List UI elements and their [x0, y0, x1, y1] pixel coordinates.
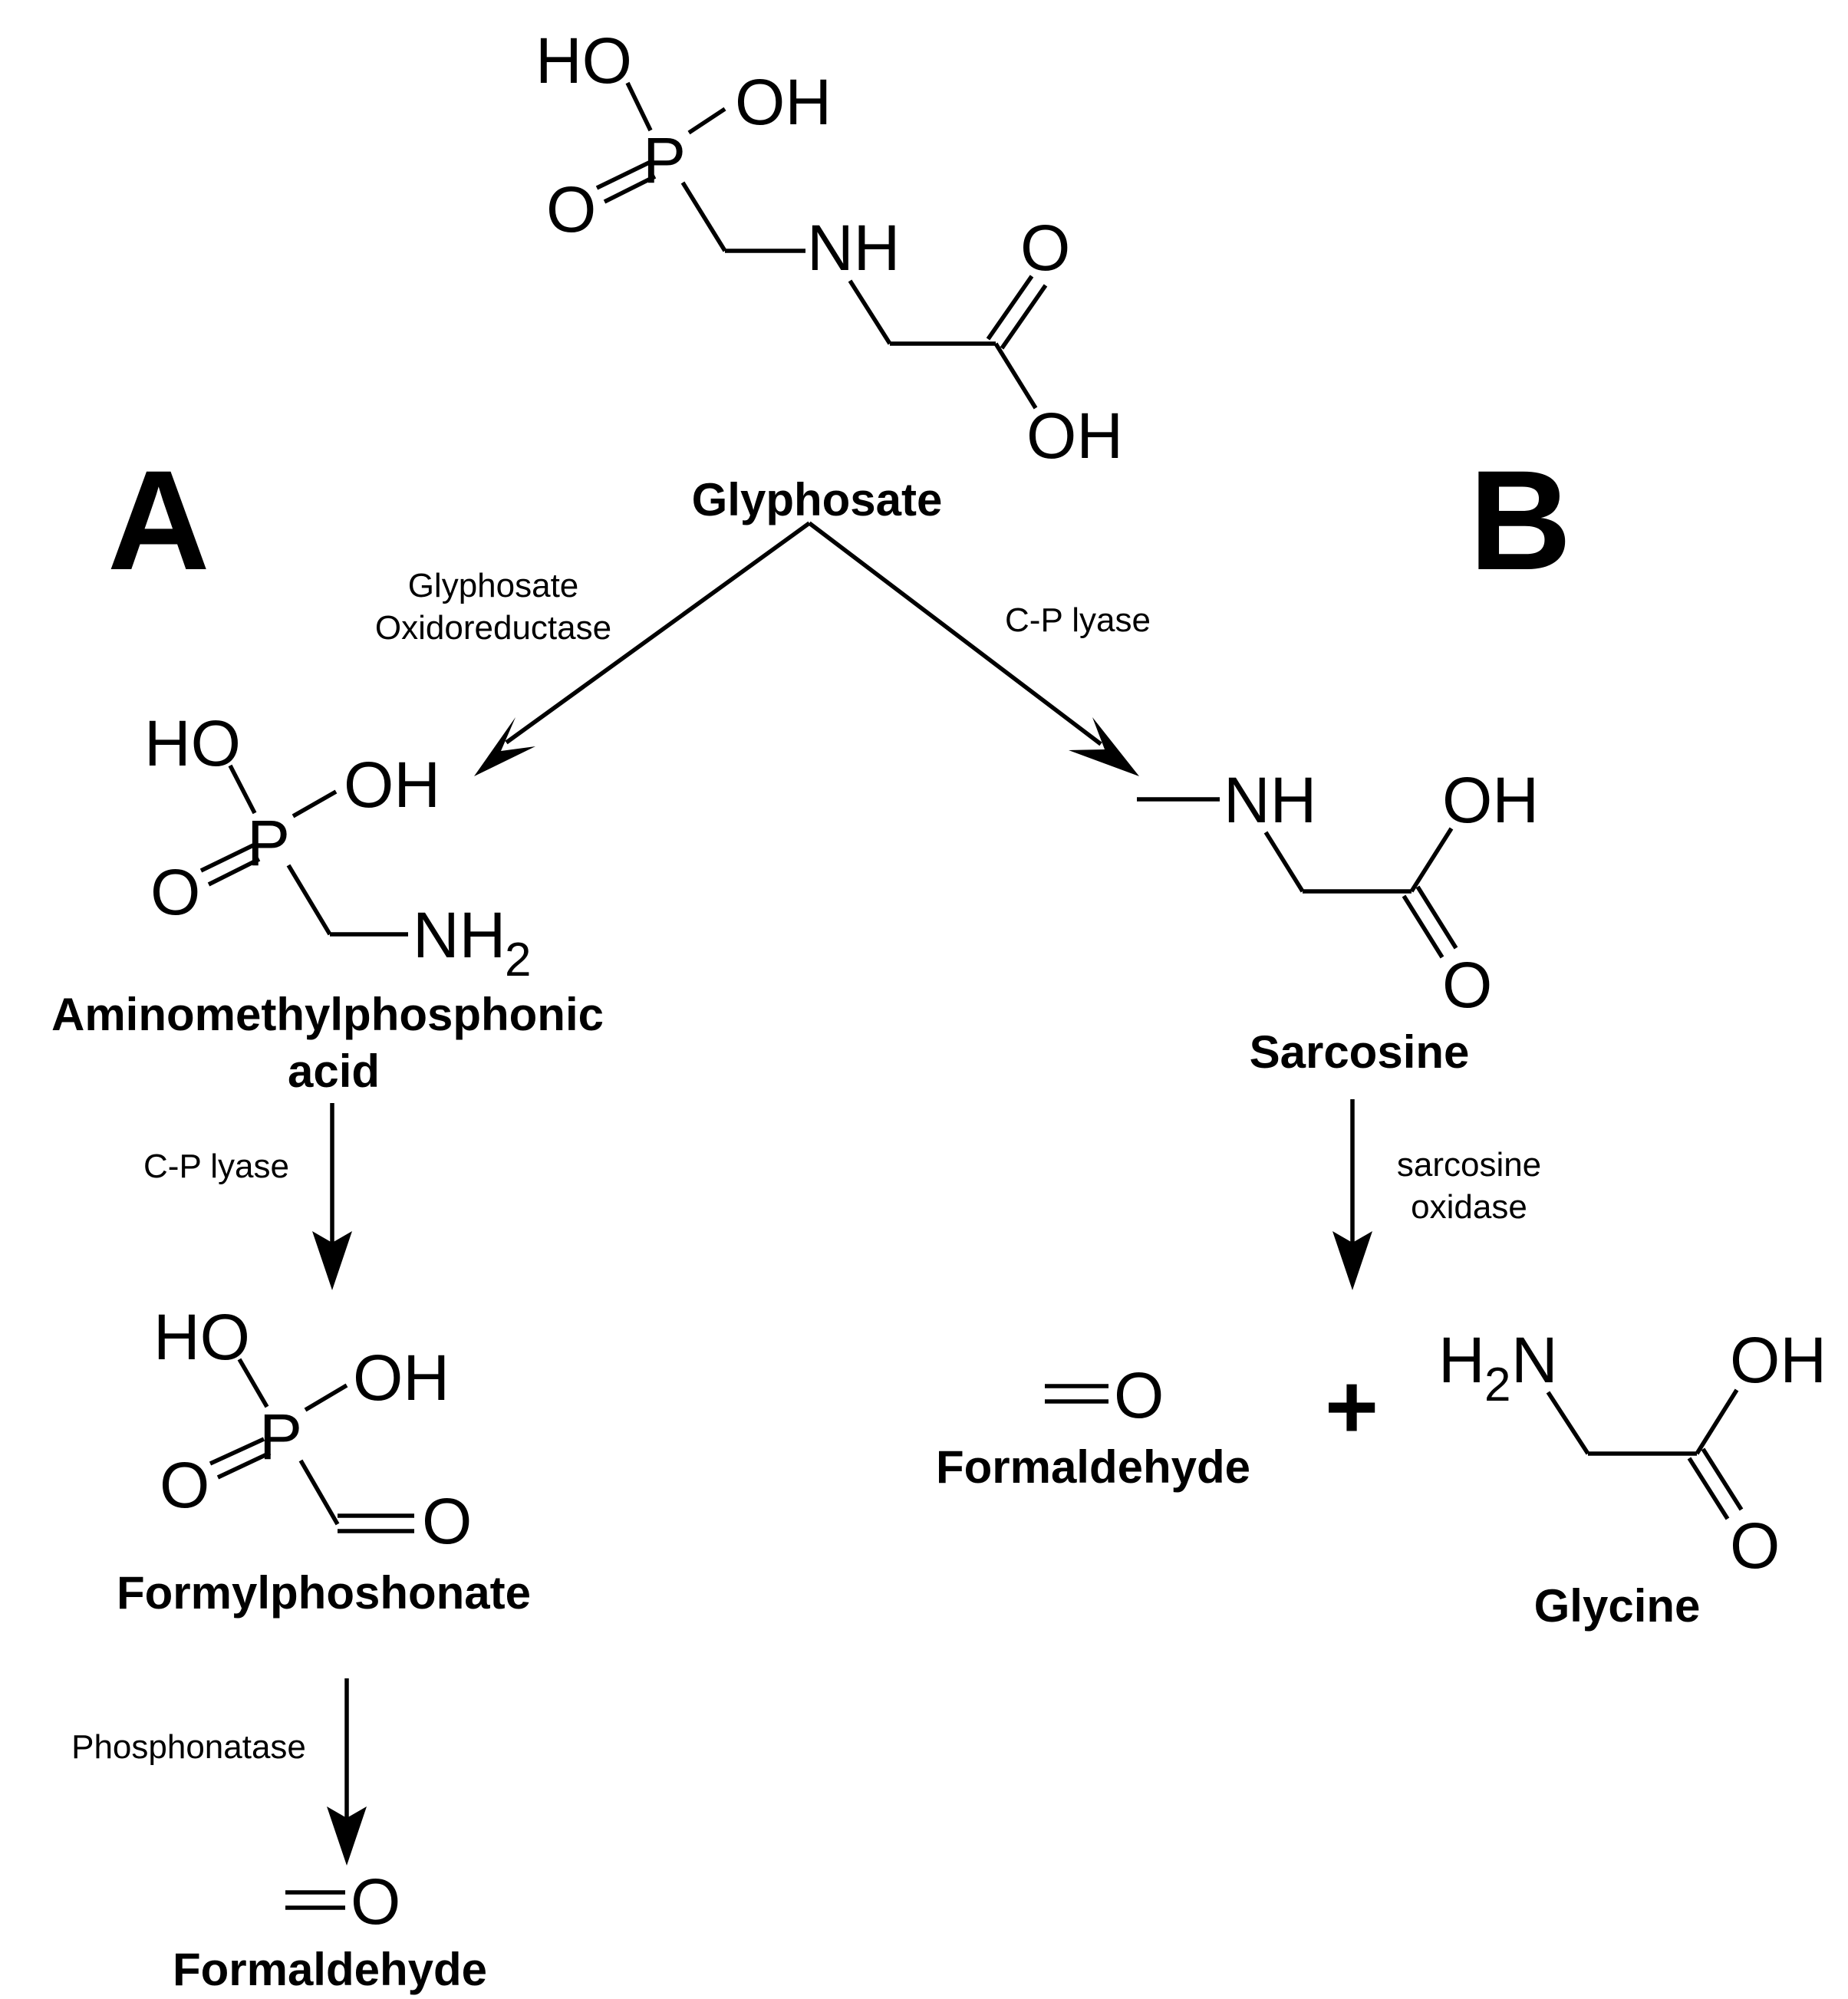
ampa-oh: OH — [344, 749, 440, 821]
formaldehyde-b-name: Formaldehyde — [936, 1441, 1250, 1493]
formaldehyde-b-structure: O — [1045, 1359, 1164, 1431]
glyphosate-ho: HO — [535, 25, 632, 97]
formylphosphonate-structure: HO OH P O O — [153, 1301, 472, 1557]
arrow-formylphosphonate-to-formaldehyde — [327, 1678, 367, 1866]
bond — [228, 764, 257, 815]
bond — [1402, 894, 1444, 959]
enzyme-cp-lyase-a: C-P lyase — [143, 1148, 289, 1185]
ampa-structure: HO OH P O NH 2 — [144, 707, 531, 986]
formaldehyde-a-name: Formaldehyde — [173, 1944, 487, 1995]
glyphosate-nh: NH — [807, 212, 900, 284]
bond — [1409, 827, 1454, 893]
arrow-sarcosine-to-products — [1332, 1099, 1372, 1290]
ampa-nh: NH — [413, 899, 506, 971]
arrow-ampa-to-formylphosphonate — [312, 1103, 352, 1290]
enzyme-glyphosate-oxidoreductase-line1: Glyphosate — [408, 567, 579, 604]
bond — [1263, 831, 1305, 893]
glyphosate-name: Glyphosate — [692, 474, 943, 525]
glycine-h: H — [1438, 1324, 1485, 1396]
bond — [1546, 1391, 1590, 1455]
glycine-n: N — [1511, 1324, 1558, 1396]
ampa-o: O — [150, 856, 200, 928]
enzyme-glyphosate-oxidoreductase-line2: Oxidoreductase — [375, 609, 611, 647]
glycine-structure: H 2 N OH O — [1438, 1324, 1827, 1582]
glycine-h-subscript: 2 — [1484, 1358, 1510, 1411]
formaldehyde-a-structure: O — [285, 1866, 400, 1938]
glyphosate-acid-o: O — [1020, 212, 1070, 284]
plus-sign: + — [1325, 1355, 1379, 1458]
enzyme-sarcosine-oxidase-line2: oxidase — [1411, 1188, 1527, 1226]
glyphosate-p: P — [643, 124, 686, 196]
bond — [1695, 1388, 1739, 1455]
arrow-glyphosate-to-sarcosine — [808, 521, 1139, 776]
enzyme-sarcosine-oxidase-line1: sarcosine — [1397, 1146, 1541, 1184]
bond — [993, 342, 1038, 410]
arrow-glyphosate-to-ampa — [474, 521, 811, 776]
bond — [1701, 1447, 1744, 1511]
sarcosine-o: O — [1442, 949, 1492, 1021]
glyphosate-o: O — [546, 173, 596, 245]
formylphosphonate-name: Formylphoshonate — [117, 1567, 531, 1619]
panel-label-a: A — [107, 442, 210, 600]
bond — [237, 1358, 269, 1408]
glyphosate-oh: OH — [735, 66, 832, 138]
bond — [603, 174, 657, 204]
bond — [687, 107, 726, 135]
bond — [986, 275, 1034, 341]
enzyme-cp-lyase-b: C-P lyase — [1005, 601, 1151, 639]
ampa-nh-subscript: 2 — [505, 934, 531, 986]
ampa-name-line2: acid — [288, 1046, 380, 1097]
formaldehyde-b-o: O — [1114, 1359, 1164, 1431]
bond — [1415, 885, 1458, 950]
formaldehyde-a-o: O — [351, 1866, 400, 1938]
glycine-o: O — [1730, 1510, 1780, 1582]
bond — [625, 81, 653, 132]
bond — [304, 1383, 348, 1412]
ampa-name-line1: Aminomethylphosphonic — [51, 989, 604, 1040]
formylphosphonate-p: P — [259, 1401, 302, 1473]
sarcosine-name: Sarcosine — [1250, 1026, 1470, 1078]
panel-label-b: B — [1469, 442, 1572, 600]
bond — [292, 789, 338, 818]
bond — [595, 160, 651, 190]
formylphosphonate-o: O — [160, 1449, 209, 1521]
ampa-ho: HO — [144, 707, 241, 779]
bond — [216, 1451, 272, 1480]
bond — [1687, 1457, 1730, 1520]
glycine-oh: OH — [1730, 1324, 1827, 1396]
glyphosate-structure: HO OH P O NH O OH — [535, 25, 1123, 472]
enzyme-phosphonatase: Phosphonatase — [71, 1728, 306, 1766]
formylphosphonate-ho: HO — [153, 1301, 250, 1373]
sarcosine-nh: NH — [1224, 764, 1316, 836]
bond — [298, 1459, 340, 1526]
bond — [209, 1437, 265, 1466]
bond — [848, 279, 892, 345]
sarcosine-structure: NH OH O — [1137, 764, 1539, 1021]
ampa-p: P — [247, 807, 290, 879]
bond — [199, 843, 255, 873]
glycine-name: Glycine — [1534, 1580, 1701, 1632]
bond — [286, 864, 332, 936]
sarcosine-oh: OH — [1442, 764, 1539, 836]
formylphosphonate-ald-o: O — [422, 1485, 472, 1557]
formylphosphonate-oh: OH — [353, 1342, 450, 1414]
glyphosate-acid-oh: OH — [1026, 400, 1123, 472]
bond — [207, 857, 261, 887]
bond — [1000, 284, 1048, 350]
bond — [680, 181, 727, 252]
